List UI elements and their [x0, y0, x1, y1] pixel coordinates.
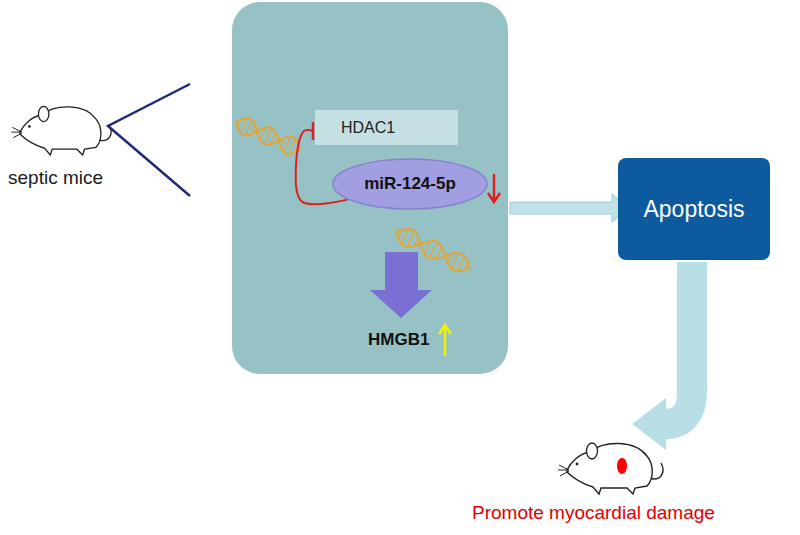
- process-ellipse: miR-124-5p: [332, 158, 488, 210]
- bracket-lines: [108, 84, 190, 196]
- node-text: Apoptosis: [643, 196, 744, 223]
- flow-arrow: [664, 262, 692, 424]
- node-text: miR-124-5p: [364, 174, 456, 194]
- outcome-label: Promote myocardial damage: [472, 502, 715, 524]
- mouse-figure: [558, 443, 663, 494]
- down-arrow: [370, 252, 432, 318]
- flow-arrow: [510, 194, 630, 222]
- arrow-head: [632, 398, 666, 450]
- inhibition-bar: [312, 122, 315, 140]
- node-text: HDAC1: [341, 119, 395, 137]
- gene-label: HMGB1: [368, 330, 429, 350]
- cell-panel: [232, 2, 508, 374]
- figure-caption: septic mice: [8, 167, 103, 189]
- process-box: HDAC1: [315, 110, 458, 145]
- process-box: Apoptosis: [618, 158, 770, 260]
- ellipse-shape: [333, 159, 487, 209]
- up-arrow: [439, 325, 451, 356]
- heart-mark: [617, 458, 627, 474]
- down-arrow: [488, 174, 500, 202]
- mouse-figure: [11, 106, 111, 154]
